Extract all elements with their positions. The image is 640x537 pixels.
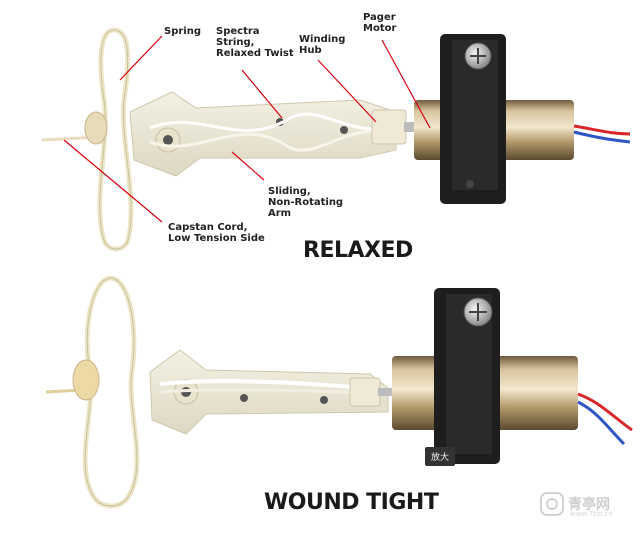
spectra-string <box>149 112 399 132</box>
leader-pager-motor <box>381 39 431 129</box>
label-spectra-string: Spectra String, Relaxed Twist <box>216 26 294 59</box>
arm-screw <box>163 135 173 145</box>
relaxed-assembly <box>41 27 631 252</box>
heading-wound-tight: WOUND TIGHT <box>264 490 439 515</box>
leader-winding-hub <box>317 59 377 123</box>
leader-lines <box>63 35 431 223</box>
label-winding-hub: Winding Hub <box>299 34 346 56</box>
wire-blue-2 <box>577 400 626 446</box>
wire-blue <box>573 130 631 144</box>
label-pager-motor: Pager Motor <box>363 12 397 34</box>
watermark-url: www.7tin.cn <box>570 510 613 518</box>
sliding-arm-2 <box>149 349 389 435</box>
heading-relaxed: RELAXED <box>303 238 413 263</box>
watermark-logo-icon <box>540 492 564 516</box>
watermark-text: 青亭网 <box>568 497 610 513</box>
wire-red-2 <box>577 392 633 432</box>
leader-capstan <box>63 139 163 223</box>
watermark: 青亭网 www.7tin.cn <box>540 492 613 518</box>
zoom-tooltip: 放大 <box>425 447 456 466</box>
winding-hub <box>371 109 407 145</box>
winding-hub-2 <box>349 377 381 407</box>
wound-tight-assembly <box>45 275 633 509</box>
cord-knot <box>84 111 108 145</box>
label-sliding-arm: Sliding, Non-Rotating Arm <box>268 186 344 219</box>
label-capstan-cord: Capstan Cord, Low Tension Side <box>168 222 265 244</box>
wire-red <box>573 124 631 136</box>
leader-spectra <box>241 69 283 119</box>
leader-spring <box>119 35 163 81</box>
sliding-arm <box>129 91 397 177</box>
label-spring: Spring <box>164 26 201 37</box>
cord-knot-2 <box>72 359 100 401</box>
leader-sliding-arm <box>231 151 265 181</box>
